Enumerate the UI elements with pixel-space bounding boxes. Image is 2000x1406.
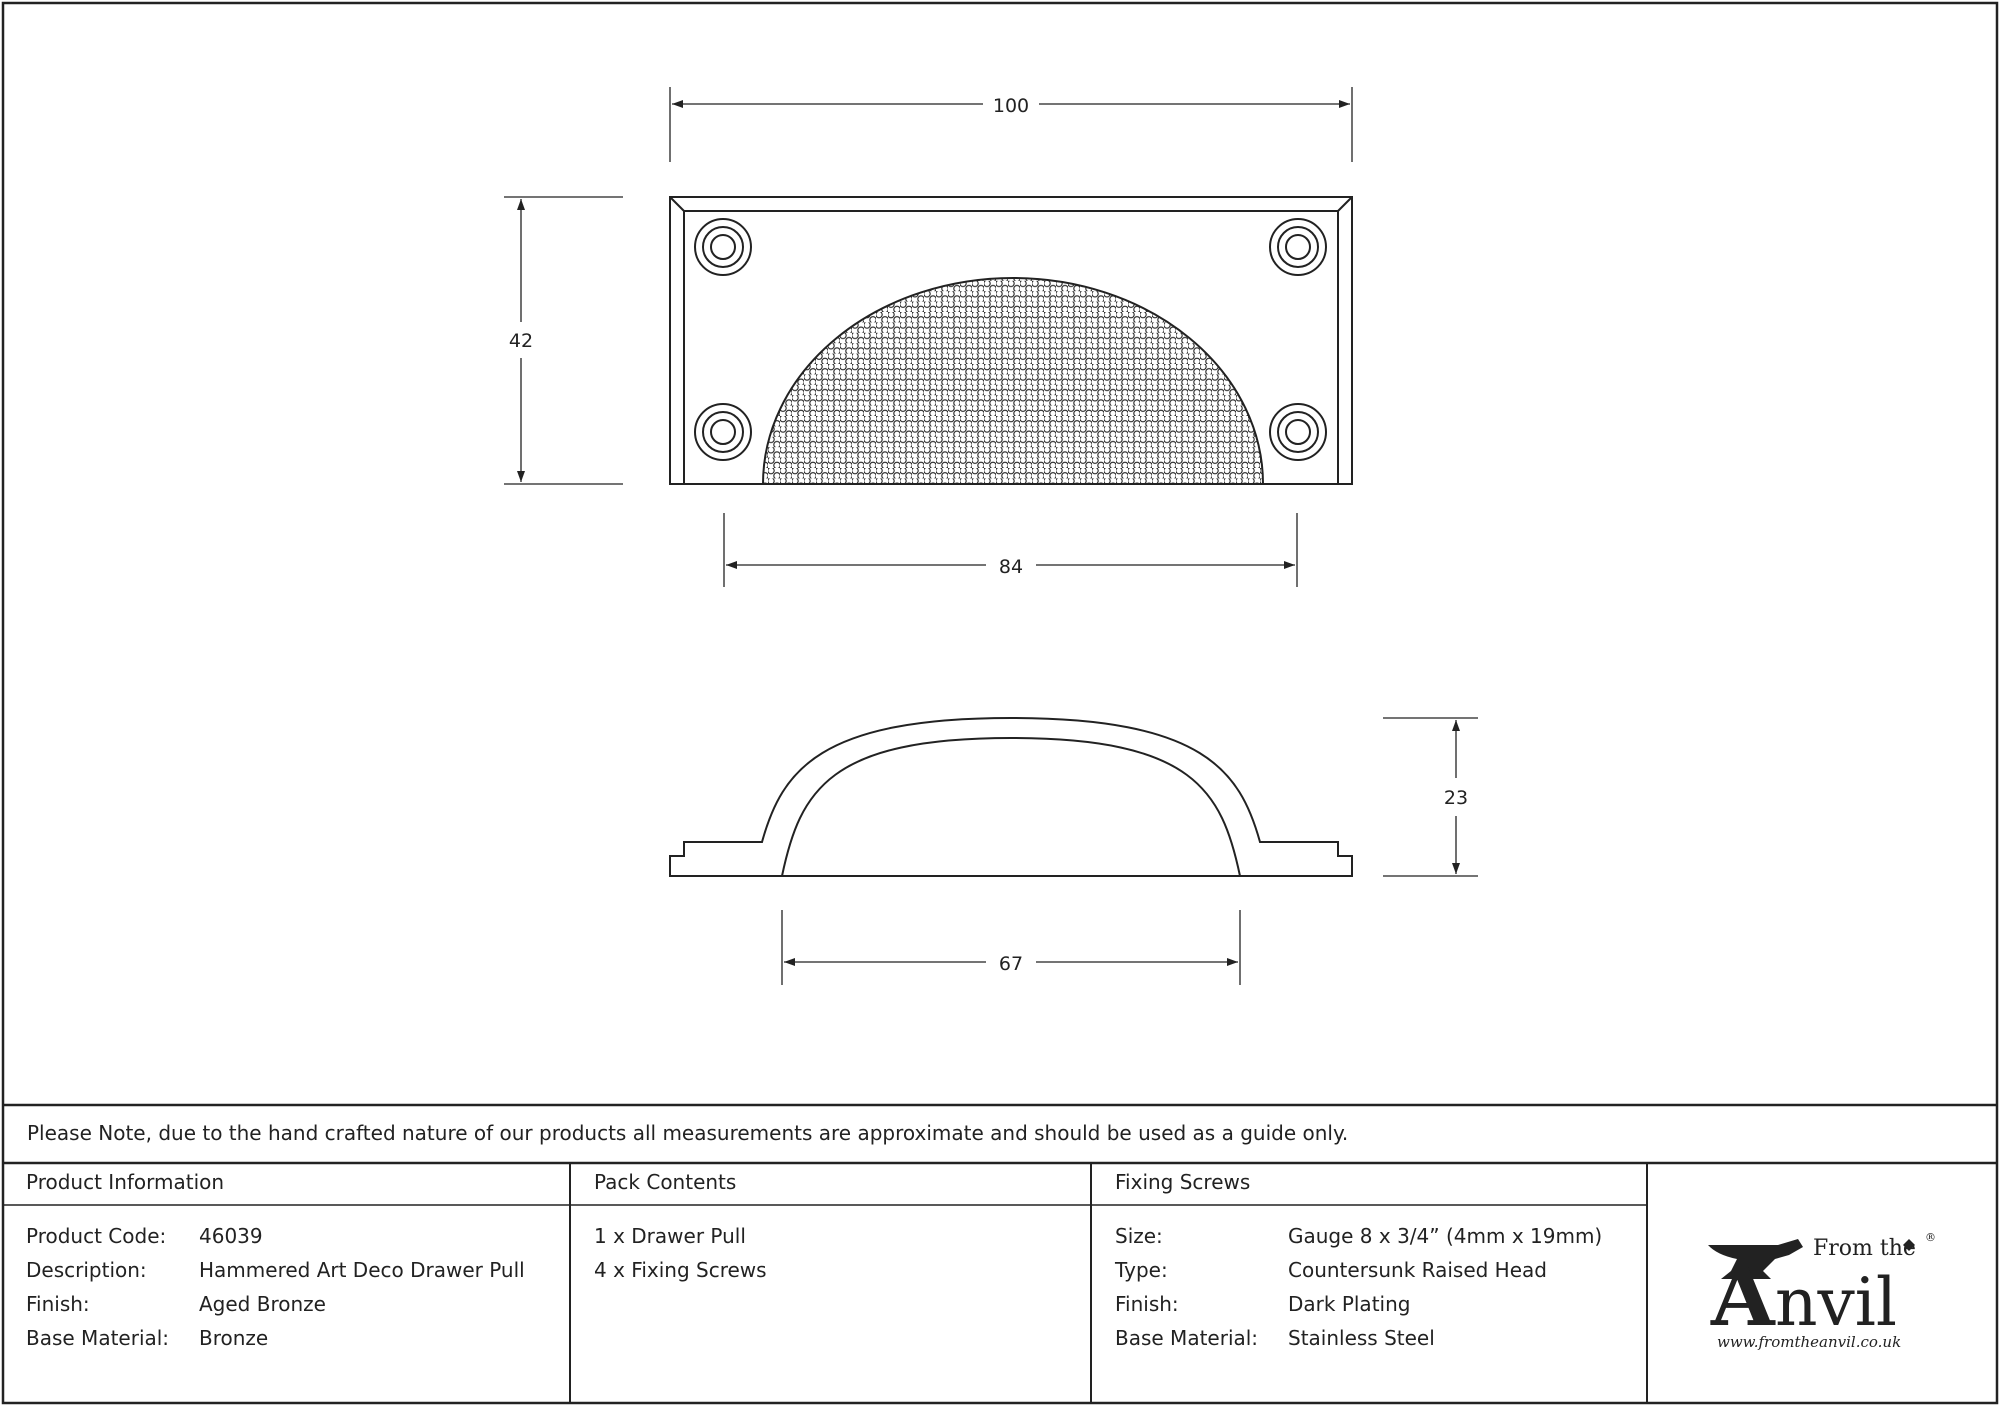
- dimension-hammered-width: [723, 513, 1298, 587]
- diamond-icon: [1903, 1239, 1915, 1251]
- pack-item: 4 x Fixing Screws: [594, 1258, 767, 1282]
- anvil-icon: [1708, 1239, 1803, 1279]
- product-info-row: Description:Hammered Art Deco Drawer Pul…: [26, 1258, 525, 1282]
- footer-grid: [3, 1103, 1997, 1403]
- fixing-screws-header: Fixing Screws: [1115, 1170, 1251, 1194]
- dimension-label-100: 100: [993, 95, 1029, 117]
- fixing-screws-table: Size:Gauge 8 x 3/4” (4mm x 19mm) Type:Co…: [1115, 1219, 1602, 1355]
- screw-hole-bottom-right: [1269, 403, 1327, 461]
- logo-registered-mark: ®: [1925, 1231, 1936, 1244]
- logo-brand-rest: nvil: [1775, 1264, 1897, 1341]
- fixing-screws-row: Base Material:Stainless Steel: [1115, 1326, 1435, 1350]
- product-info-table: Product Code:46039 Description:Hammered …: [26, 1219, 525, 1355]
- dimension-label-42: 42: [509, 330, 533, 352]
- fixing-screws-row: Type:Countersunk Raised Head: [1115, 1258, 1547, 1282]
- dimension-label-84: 84: [999, 556, 1023, 578]
- cup-outline: [762, 277, 1264, 485]
- product-info-row: Finish:Aged Bronze: [26, 1292, 326, 1316]
- product-info-header: Product Information: [26, 1170, 225, 1194]
- screw-hole-top-right: [1269, 218, 1327, 276]
- product-info-row: Product Code:46039: [26, 1224, 263, 1248]
- measurement-note: Please Note, due to the hand crafted nat…: [27, 1121, 1349, 1145]
- dimension-top-width: [669, 87, 1353, 162]
- product-info-row: Base Material:Bronze: [26, 1326, 269, 1350]
- info-footer: Please Note, due to the hand crafted nat…: [3, 1105, 1997, 1403]
- dimension-label-23: 23: [1444, 787, 1468, 809]
- top-view: [669, 196, 1353, 485]
- logo-from-the: From the: [1813, 1236, 1916, 1261]
- fixing-screws-row: Finish:Dark Plating: [1115, 1292, 1411, 1316]
- side-profile-inner: [781, 736, 1241, 877]
- dimension-height: [504, 196, 623, 485]
- screw-hole-top-left: [694, 218, 752, 276]
- pack-contents-header: Pack Contents: [594, 1170, 737, 1194]
- logo-url: www.fromtheanvil.co.uk: [1717, 1333, 1901, 1351]
- screw-hole-bottom-left: [694, 403, 752, 461]
- side-view: [669, 716, 1353, 877]
- dimension-projection: [1383, 717, 1478, 877]
- from-the-anvil-logo: From the ® A nvil www.fromtheanvil.co.uk: [1708, 1231, 1936, 1351]
- dimension-base-width: [781, 910, 1241, 985]
- fixing-screws-row: Size:Gauge 8 x 3/4” (4mm x 19mm): [1115, 1224, 1603, 1248]
- side-profile-outline: [669, 716, 1353, 877]
- pack-item: 1 x Drawer Pull: [594, 1224, 746, 1248]
- hammered-texture: [763, 278, 1263, 484]
- dimension-label-67: 67: [999, 953, 1023, 975]
- logo-brand-initial: A: [1710, 1249, 1776, 1345]
- pack-contents-list: 1 x Drawer Pull 4 x Fixing Screws: [594, 1219, 767, 1287]
